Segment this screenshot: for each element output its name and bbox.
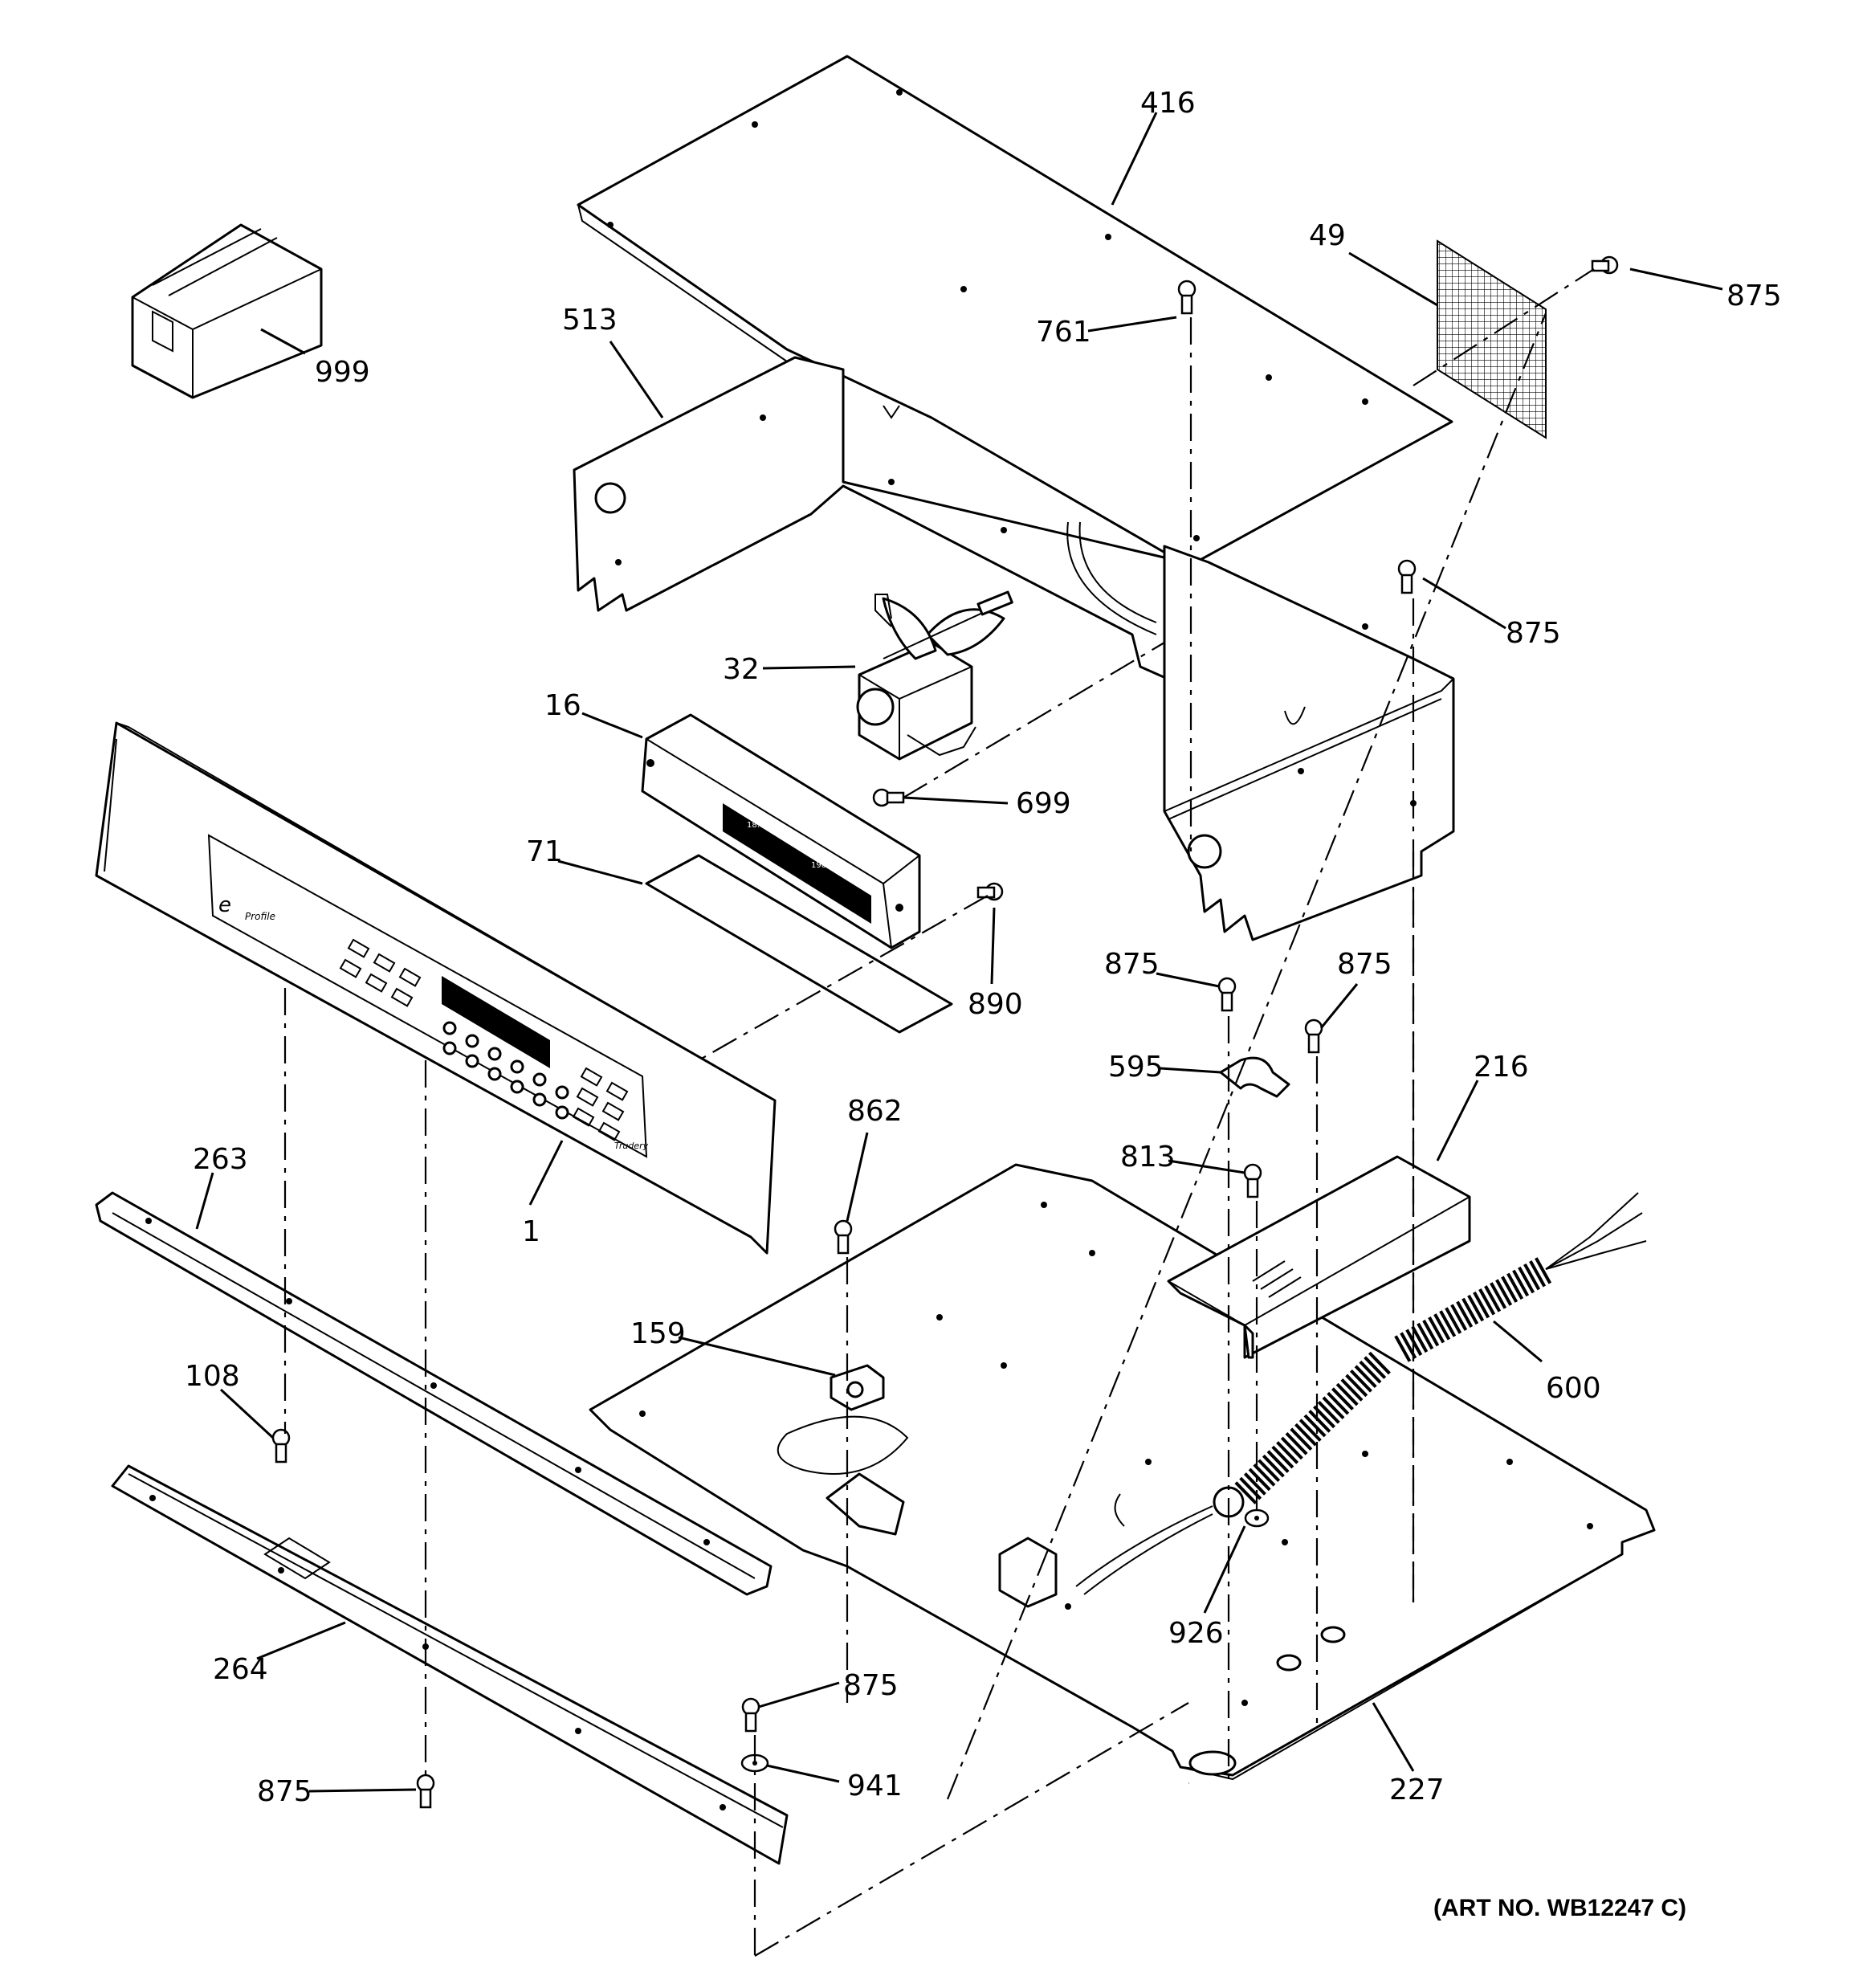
callout-926: 926 <box>1168 1617 1224 1650</box>
callout-875-grille: 875 <box>1726 280 1782 312</box>
part-71-pad <box>645 854 953 1034</box>
callout-890: 890 <box>968 988 1023 1021</box>
panel-corner-text: Trudery <box>614 1141 649 1151</box>
callout-49: 49 <box>1309 219 1346 252</box>
screw-875-c <box>741 1697 760 1733</box>
callout-264: 264 <box>213 1653 268 1686</box>
callout-159: 159 <box>630 1317 686 1350</box>
callout-875-b: 875 <box>1337 948 1392 981</box>
svg-text:198:88: 198:88 <box>811 861 839 870</box>
part-49-screen <box>1437 239 1547 439</box>
part-999-carton <box>131 223 323 399</box>
screw-875-a <box>1217 977 1237 1012</box>
part-16-control-board: 18:88 198:88 <box>641 713 921 949</box>
callout-600: 600 <box>1546 1372 1601 1405</box>
callout-875-a: 875 <box>1104 948 1160 981</box>
callout-216: 216 <box>1474 1051 1529 1084</box>
callout-108: 108 <box>185 1360 240 1393</box>
part-32-fan-motor <box>856 590 1013 761</box>
part-264-bottom-trim <box>111 1464 789 1865</box>
callout-595: 595 <box>1108 1051 1164 1084</box>
callout-416: 416 <box>1140 87 1196 120</box>
callout-263: 263 <box>193 1143 248 1176</box>
screw-890 <box>976 882 1004 901</box>
callout-71: 71 <box>526 835 563 868</box>
callout-862: 862 <box>847 1095 903 1128</box>
callout-32: 32 <box>723 653 760 686</box>
screw-108 <box>271 1428 291 1463</box>
assembly-lines <box>283 268 1595 1957</box>
screw-875-side <box>1397 559 1417 594</box>
svg-text:18:88: 18:88 <box>747 821 770 830</box>
screw-875-grille <box>1591 255 1619 275</box>
screw-875-d <box>416 1774 435 1809</box>
screw-761 <box>1177 280 1196 315</box>
part-159-sensor <box>830 1364 885 1411</box>
part-216-bracket <box>1167 1155 1471 1359</box>
callout-761: 761 <box>1036 316 1091 349</box>
panel-brand: Profile <box>245 911 275 922</box>
callout-227: 227 <box>1389 1774 1445 1806</box>
callout-513: 513 <box>562 304 618 337</box>
callout-999: 999 <box>315 356 370 389</box>
screw-875-b <box>1304 1018 1323 1054</box>
part-227-bottom-plate <box>589 1163 1656 1781</box>
callout-1: 1 <box>522 1215 540 1248</box>
callout-941: 941 <box>847 1770 903 1802</box>
screw-699 <box>872 788 905 807</box>
panel-logo: e <box>218 893 231 917</box>
callout-16: 16 <box>544 689 581 722</box>
callout-875-c: 875 <box>843 1669 899 1702</box>
callout-875-d: 875 <box>257 1775 312 1808</box>
washer-926 <box>1244 1508 1270 1528</box>
part-513-housing <box>573 356 1206 684</box>
part-1-control-panel: e Profile Trudery <box>95 721 777 1255</box>
part-595-clamp <box>1219 1056 1290 1098</box>
leader-lines <box>195 112 1723 1793</box>
callout-875-side: 875 <box>1506 617 1561 650</box>
screw-862 <box>834 1219 853 1255</box>
part-side-wall <box>1163 545 1455 941</box>
part-263-trim <box>95 1191 773 1596</box>
callout-813: 813 <box>1120 1141 1176 1174</box>
part-600-element <box>998 1192 1647 1608</box>
art-number: (ART NO. WB12247 C) <box>1433 1895 1686 1921</box>
screw-813 <box>1243 1163 1262 1198</box>
callouts: 416 49 875 513 761 999 875 32 16 699 71 … <box>185 87 1782 1808</box>
callout-699: 699 <box>1016 787 1071 820</box>
